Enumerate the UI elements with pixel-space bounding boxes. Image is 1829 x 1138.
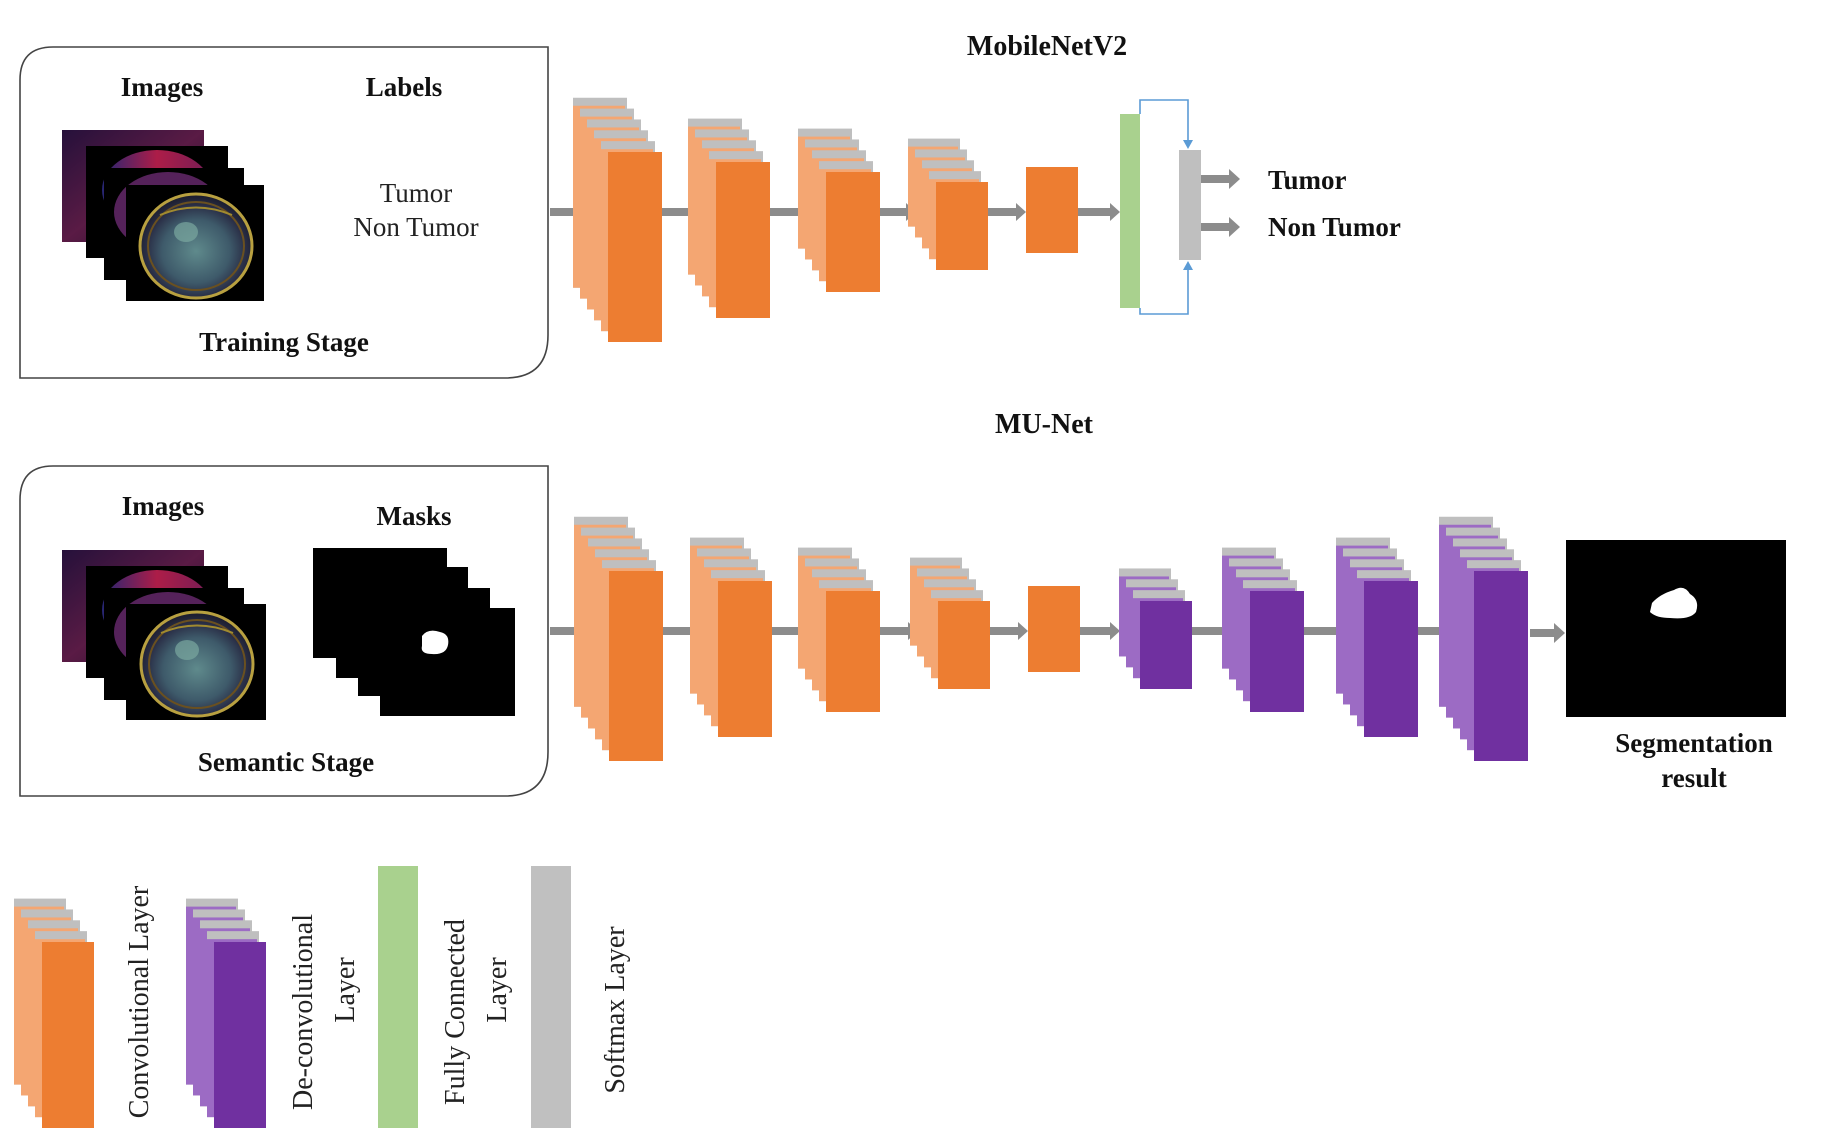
legend-deconv-layer [186, 898, 266, 1128]
training-section: MobileNetV2 Images Labels Tumor Non Tumo… [19, 31, 1401, 379]
conv-layer [910, 557, 990, 689]
flow-arrow [1078, 203, 1120, 221]
output-arrow-non-tumor [1201, 217, 1240, 237]
skip-line-bottom [1139, 270, 1189, 315]
conv-layer [798, 128, 880, 292]
conv-layer [798, 547, 880, 712]
training-stage-box [19, 46, 549, 379]
images-heading: Images [121, 72, 204, 102]
munet-pipeline [550, 516, 1528, 761]
flow-arrow [1080, 622, 1120, 640]
legend-softmax-swatch [531, 866, 571, 1128]
conv-layer [1026, 167, 1078, 253]
segmentation-result-label-1: Segmentation [1615, 728, 1773, 758]
segmentation-result-image [1566, 540, 1786, 717]
legend-fc-label-2: Layer [482, 957, 513, 1023]
deconv-layer [1222, 547, 1304, 712]
tumor-mask-image [313, 548, 515, 716]
labels-heading: Labels [366, 72, 443, 102]
semantic-stage-box [19, 465, 549, 797]
legend-conv-swatch [14, 898, 94, 1128]
images-heading-2: Images [122, 491, 205, 521]
deconv-layer [1336, 537, 1418, 737]
flow-arrow [988, 203, 1026, 221]
conv-layer [908, 138, 988, 270]
semantic-stage-label: Semantic Stage [198, 747, 374, 777]
deconv-layer [1119, 568, 1192, 689]
segmentation-result-label-2: result [1661, 763, 1727, 793]
conv-layer [573, 97, 662, 342]
output-non-tumor: Non Tumor [1268, 212, 1401, 242]
fully-connected-layer [1120, 114, 1140, 308]
semantic-section: MU-Net Images Masks Semantic Stage [19, 409, 1786, 797]
legend-deconv-label-2: Layer [330, 957, 361, 1023]
label-non-tumor: Non Tumor [353, 212, 478, 242]
munet-title: MU-Net [995, 409, 1094, 440]
legend-fc-swatch [378, 866, 418, 1128]
legend-fc-label-1: Fully Connected [440, 919, 471, 1105]
conv-layer [688, 118, 770, 318]
softmax-layer [1179, 150, 1201, 260]
brain-mri-image [62, 130, 264, 301]
output-arrow-segmentation [1530, 623, 1565, 643]
legend-deconv-label-1: De-convolutional [288, 914, 319, 1110]
brain-mri-image [62, 550, 266, 720]
legend-softmax-label: Softmax Layer [600, 926, 631, 1094]
legend-conv-label: Convolutional Layer [124, 885, 155, 1118]
output-arrow-tumor [1201, 169, 1240, 189]
legend-conv-layer [14, 898, 94, 1128]
training-stage-label: Training Stage [199, 327, 369, 357]
mobilenet-title: MobileNetV2 [967, 31, 1127, 62]
masks-heading: Masks [376, 501, 451, 531]
output-tumor: Tumor [1268, 165, 1347, 195]
deconv-layer [1439, 516, 1528, 761]
legend: Convolutional Layer De-convolutional Lay… [14, 866, 631, 1128]
legend-deconv-swatch [186, 898, 266, 1128]
flow-arrow [990, 622, 1028, 640]
label-tumor: Tumor [380, 178, 453, 208]
conv-layer [574, 516, 663, 761]
conv-layer [1028, 586, 1080, 672]
mobilenet-pipeline [550, 97, 1120, 342]
skip-line-top [1139, 99, 1189, 140]
conv-layer [690, 537, 772, 737]
